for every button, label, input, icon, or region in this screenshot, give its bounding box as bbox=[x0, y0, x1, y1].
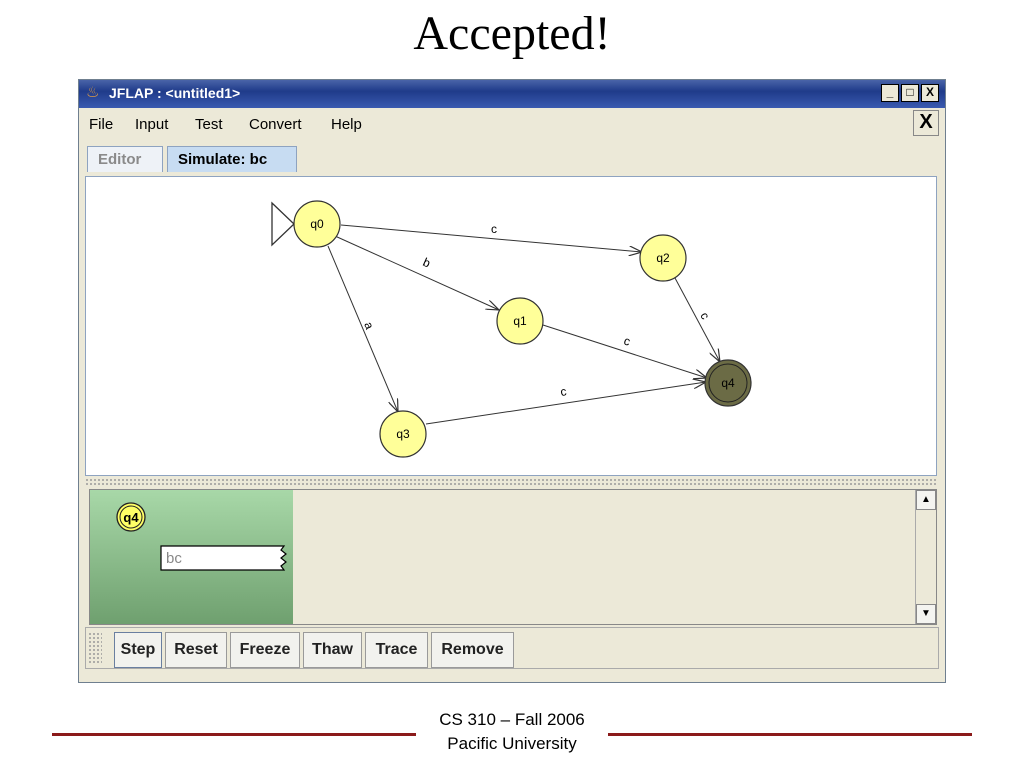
java-cup-icon: ♨ bbox=[86, 84, 100, 101]
freeze-button[interactable]: Freeze bbox=[230, 632, 300, 668]
state-label: q0 bbox=[310, 217, 324, 231]
transition-label: c bbox=[491, 222, 497, 236]
transition-q0-q1[interactable] bbox=[334, 235, 499, 310]
minimize-button[interactable]: _ bbox=[881, 84, 899, 102]
scroll-down-icon[interactable]: ▼ bbox=[916, 604, 936, 624]
maximize-button[interactable]: □ bbox=[901, 84, 919, 102]
tab-simulate[interactable]: Simulate: bc bbox=[167, 146, 297, 172]
menu-help[interactable]: Help bbox=[331, 116, 362, 133]
transition-label: b bbox=[421, 255, 433, 271]
jflap-window: ♨ JFLAP : <untitled1> _ □ X File Input T… bbox=[78, 79, 946, 683]
toolbar-grip[interactable] bbox=[88, 632, 102, 664]
configuration-box[interactable]: q4 bc bbox=[90, 490, 293, 624]
transition-label: c bbox=[697, 310, 712, 322]
state-q2[interactable]: q2 bbox=[639, 234, 687, 282]
menu-convert[interactable]: Convert bbox=[249, 116, 302, 133]
vertical-scrollbar[interactable]: ▲ ▼ bbox=[915, 490, 936, 624]
thaw-button[interactable]: Thaw bbox=[303, 632, 362, 668]
footer-rule-right bbox=[608, 733, 972, 736]
menu-test[interactable]: Test bbox=[195, 116, 223, 133]
menubar: File Input Test Convert Help X bbox=[79, 108, 945, 138]
transition-label: a bbox=[361, 320, 377, 332]
footer-course: CS 310 – Fall 2006 bbox=[439, 710, 585, 729]
tab-bar: Editor Simulate: bc bbox=[79, 138, 945, 174]
config-state-label: q4 bbox=[123, 510, 139, 525]
remove-button[interactable]: Remove bbox=[431, 632, 514, 668]
close-button[interactable]: X bbox=[921, 84, 939, 102]
menu-file[interactable]: File bbox=[89, 116, 114, 133]
state-label: q2 bbox=[656, 251, 670, 265]
scroll-up-icon[interactable]: ▲ bbox=[916, 490, 936, 510]
window-controls: _ □ X bbox=[881, 84, 939, 102]
footer-university: Pacific University bbox=[447, 734, 577, 753]
close-document-button[interactable]: X bbox=[913, 110, 939, 136]
transition-q0-q2[interactable] bbox=[340, 224, 642, 252]
trace-button[interactable]: Trace bbox=[365, 632, 428, 668]
config-state-icon: q4 bbox=[116, 502, 146, 532]
state-label: q1 bbox=[513, 314, 527, 328]
state-q3[interactable]: q3 bbox=[379, 410, 427, 458]
transition-label: c bbox=[559, 384, 567, 399]
automaton-diagram: c b a c c c q0 q2 q1 q3 bbox=[271, 200, 752, 458]
state-label: q4 bbox=[721, 376, 735, 390]
transition-q0-q3[interactable] bbox=[327, 245, 398, 412]
simulation-pane: q4 bc ▲ ▼ bbox=[89, 489, 937, 625]
split-pane-divider[interactable] bbox=[85, 478, 937, 486]
window-title: JFLAP : <untitled1> bbox=[109, 85, 241, 101]
automaton-canvas[interactable]: c b a c c c q0 q2 q1 q3 bbox=[85, 176, 937, 476]
tab-editor[interactable]: Editor bbox=[87, 146, 163, 172]
footer-rule-left bbox=[52, 733, 416, 736]
transition-q3-q4[interactable] bbox=[425, 382, 706, 425]
transition-label: c bbox=[622, 334, 632, 349]
menu-input[interactable]: Input bbox=[135, 116, 169, 133]
slide-title: Accepted! bbox=[413, 7, 611, 60]
transition-q2-q4[interactable] bbox=[674, 277, 720, 362]
start-state-marker bbox=[271, 201, 295, 247]
reset-button[interactable]: Reset bbox=[165, 632, 227, 668]
state-q4-final[interactable]: q4 bbox=[704, 359, 752, 407]
transition-q1-q4[interactable] bbox=[542, 324, 707, 378]
simulation-toolbar: Step Reset Freeze Thaw Trace Remove bbox=[85, 627, 939, 669]
state-label: q3 bbox=[396, 427, 410, 441]
input-tape-text: bc bbox=[166, 550, 182, 567]
state-q1[interactable]: q1 bbox=[496, 297, 544, 345]
step-button[interactable]: Step bbox=[114, 632, 162, 668]
slide-footer: CS 310 – Fall 2006 Pacific University bbox=[412, 708, 612, 756]
input-tape: bc bbox=[160, 545, 287, 571]
state-q0[interactable]: q0 bbox=[293, 200, 341, 248]
window-titlebar[interactable]: ♨ JFLAP : <untitled1> _ □ X bbox=[79, 80, 945, 108]
